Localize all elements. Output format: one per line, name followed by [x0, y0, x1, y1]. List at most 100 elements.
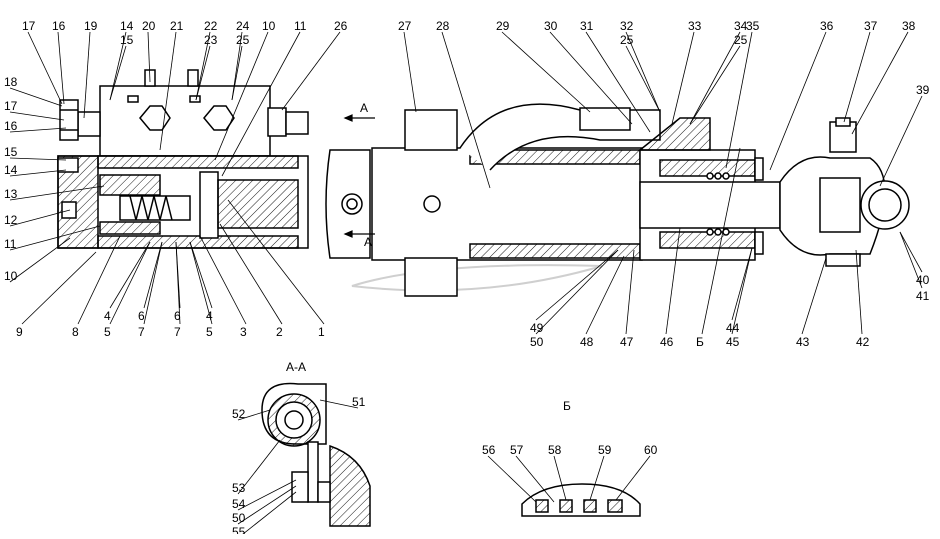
leader-top-11 — [214, 31, 269, 161]
section-title-b: Б — [563, 399, 571, 413]
leader-top-28 — [879, 95, 923, 187]
callout-left-6: 12 — [4, 213, 18, 227]
leader-left-1 — [9, 111, 65, 121]
callout-top-23: 25 — [734, 33, 748, 47]
callout-top-4: 15 — [120, 33, 134, 47]
gland-and-rod — [637, 117, 910, 267]
leader-left-5 — [9, 185, 105, 201]
callout-bottom-23: 40 — [916, 273, 930, 287]
leader-top-22 — [689, 31, 741, 125]
callout-top-18: 31 — [580, 19, 594, 33]
section-mark-bottom: А — [364, 235, 372, 249]
callout-top-25: 36 — [820, 19, 834, 33]
section-arrows — [343, 114, 375, 238]
leader-b-1 — [515, 455, 555, 503]
callout-aa-4: 50 — [232, 511, 246, 525]
leader-bottom-21 — [801, 257, 827, 335]
leader-top-1 — [57, 31, 65, 105]
leader-top-7 — [195, 31, 211, 101]
leader-bottom-10 — [199, 235, 247, 325]
leader-bottom-12 — [227, 199, 325, 325]
callout-left-1: 17 — [4, 99, 18, 113]
leader-top-14 — [403, 31, 417, 113]
leader-left-4 — [9, 169, 67, 177]
callout-bottom-18: Б — [696, 335, 704, 349]
callout-top-19: 32 — [620, 19, 634, 33]
leader-aa-1 — [319, 399, 359, 409]
callout-top-27: 38 — [902, 19, 916, 33]
leader-bottom-23 — [899, 231, 923, 273]
leader-b-2 — [553, 455, 567, 501]
leader-bottom-4 — [143, 241, 163, 309]
callout-bottom-1: 8 — [72, 325, 79, 339]
callout-top-20: 25 — [620, 33, 634, 47]
callout-bottom-14: 50 — [530, 335, 544, 349]
leader-top-26 — [843, 31, 871, 123]
callout-top-7: 22 — [204, 19, 218, 33]
leader-bottom-2 — [109, 241, 151, 309]
leader-top-20 — [625, 45, 661, 113]
callout-top-6: 21 — [170, 19, 184, 33]
section-title-aa: А-А — [286, 360, 306, 374]
callout-b-3: 59 — [598, 443, 612, 457]
leader-left-8 — [9, 237, 71, 283]
callout-b-0: 56 — [482, 443, 496, 457]
callout-bottom-3: 5 — [104, 325, 111, 339]
leader-bottom-20 — [731, 247, 753, 335]
callout-b-1: 57 — [510, 443, 524, 457]
leader-bottom-22 — [855, 249, 863, 335]
callout-bottom-6: 6 — [174, 309, 181, 323]
callout-aa-3: 54 — [232, 497, 246, 511]
callout-top-11: 10 — [262, 19, 276, 33]
leader-bottom-8 — [189, 241, 213, 309]
callout-b-4: 60 — [644, 443, 658, 457]
callout-top-21: 33 — [688, 19, 702, 33]
leader-bottom-15 — [585, 255, 625, 335]
callout-top-0: 17 — [22, 19, 36, 33]
callout-bottom-20: 45 — [726, 335, 740, 349]
callout-top-3: 14 — [120, 19, 134, 33]
callout-top-17: 30 — [544, 19, 558, 33]
leader-bottom-3 — [109, 241, 151, 325]
leader-bottom-17 — [665, 227, 681, 335]
callout-left-3: 15 — [4, 145, 18, 159]
callout-aa-1: 51 — [352, 395, 366, 409]
leader-aa-0 — [237, 409, 271, 421]
leader-top-18 — [585, 31, 651, 133]
leader-bottom-0 — [21, 251, 97, 325]
leader-bottom-19 — [731, 247, 753, 321]
section-mark-top: А — [360, 101, 368, 115]
leader-aa-5 — [237, 491, 297, 539]
detail-b — [521, 483, 641, 517]
callout-bottom-9: 5 — [206, 325, 213, 339]
leader-b-3 — [589, 455, 605, 501]
leader-top-25 — [769, 31, 827, 171]
leader-top-8 — [195, 45, 211, 101]
leader-bottom-9 — [189, 241, 213, 325]
leader-bottom-24 — [899, 231, 923, 289]
detail-aa — [261, 382, 371, 527]
callout-bottom-7: 7 — [174, 325, 181, 339]
leader-top-5 — [147, 31, 151, 83]
callout-bottom-24: 41 — [916, 289, 930, 303]
leader-top-21 — [671, 31, 695, 125]
callout-bottom-10: 3 — [240, 325, 247, 339]
callout-left-8: 10 — [4, 269, 18, 283]
callout-bottom-22: 42 — [856, 335, 870, 349]
callout-top-10: 25 — [236, 33, 250, 47]
callout-left-0: 18 — [4, 75, 18, 89]
leader-bottom-7 — [175, 241, 181, 325]
leader-top-17 — [549, 31, 633, 125]
leader-top-2 — [83, 31, 91, 119]
leader-left-2 — [9, 127, 67, 133]
leader-top-16 — [501, 31, 591, 113]
callout-bottom-12: 1 — [318, 325, 325, 339]
callout-bottom-21: 43 — [796, 335, 810, 349]
leader-b-0 — [487, 455, 537, 503]
callout-bottom-16: 47 — [620, 335, 634, 349]
leader-aa-2 — [237, 439, 281, 495]
callout-b-2: 58 — [548, 443, 562, 457]
callout-left-2: 16 — [4, 119, 18, 133]
leader-bottom-13 — [535, 249, 619, 321]
